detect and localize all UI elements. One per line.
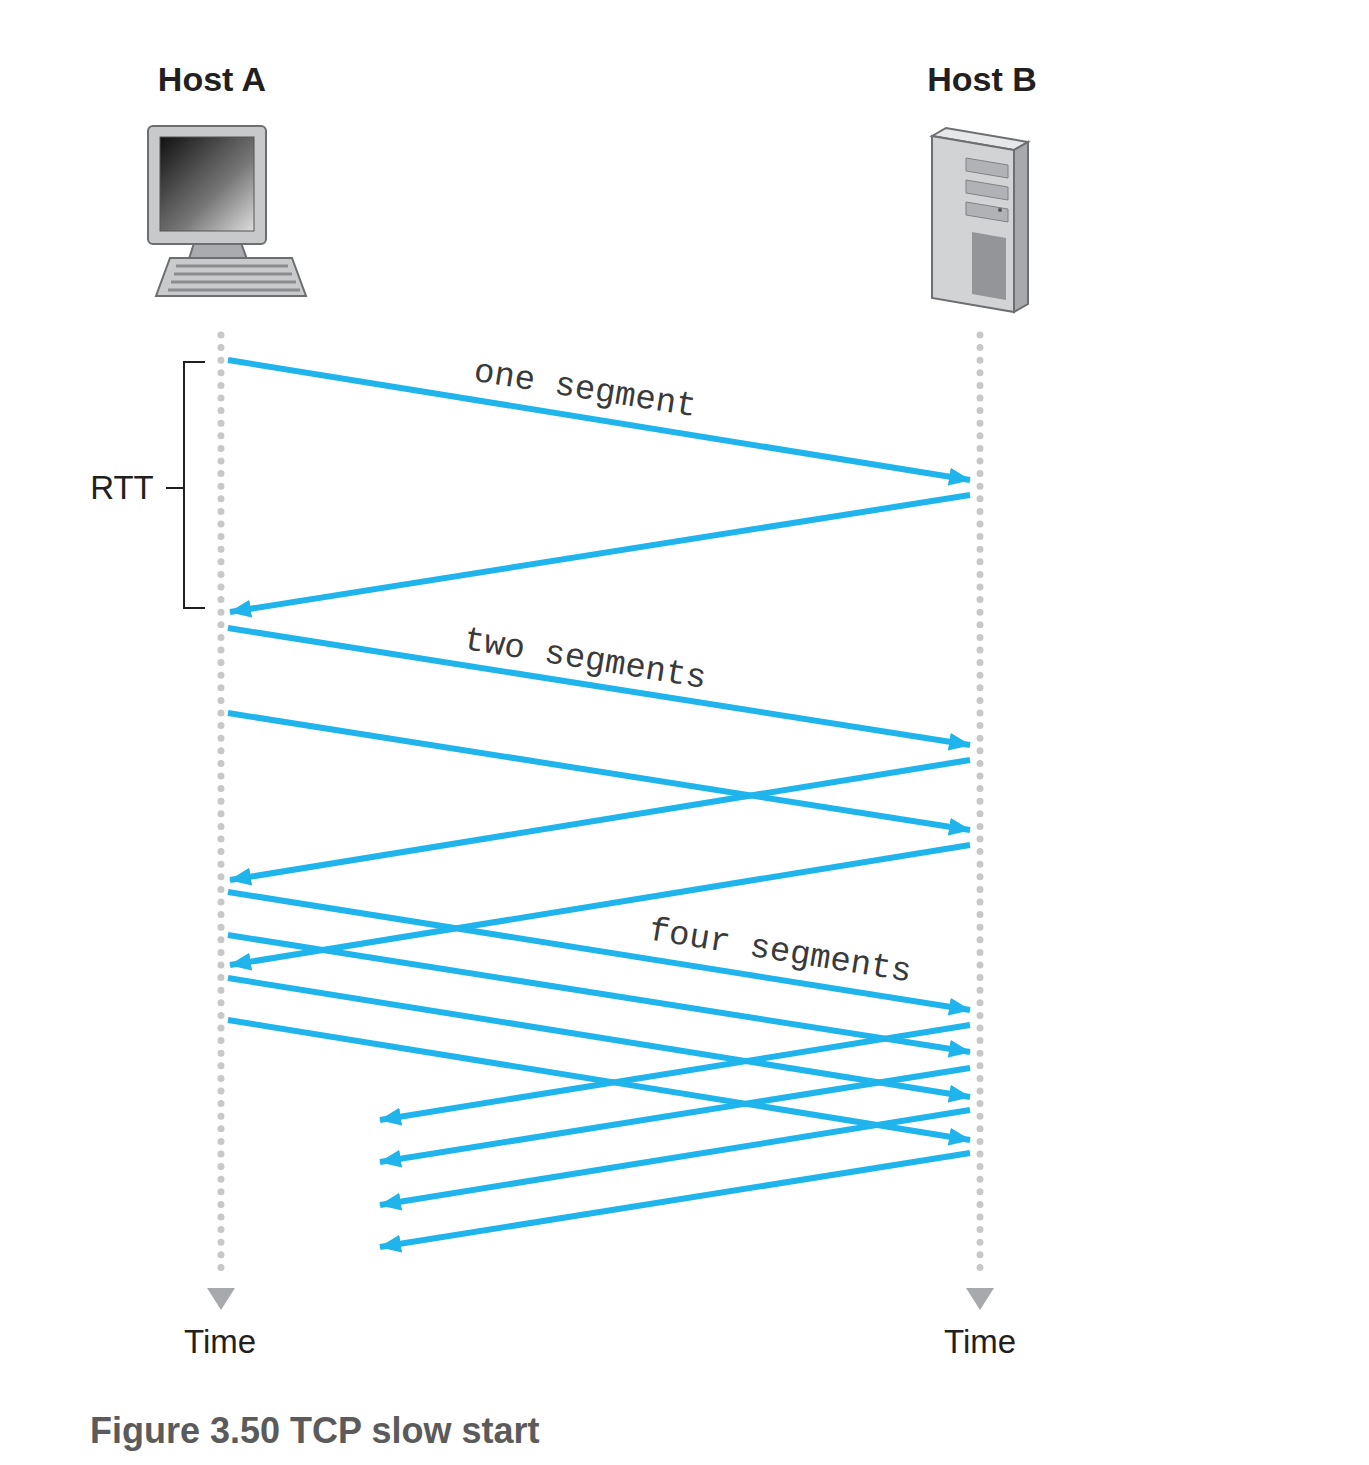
- host-label: Host A: [158, 60, 266, 99]
- ack-arrow: [380, 1153, 970, 1247]
- ack-arrow: [380, 1068, 970, 1162]
- server-led: [998, 208, 1002, 212]
- monitor-frame: [148, 126, 266, 244]
- ack-arrow: [380, 1025, 970, 1120]
- timeline-b: [977, 335, 984, 1280]
- ack-arrow: [230, 495, 970, 612]
- time-label: Time: [944, 1323, 1016, 1361]
- computer-icon: [148, 126, 306, 296]
- time-arrowhead: [966, 1288, 994, 1310]
- time-arrowhead: [207, 1288, 235, 1310]
- rtt-label: RTT: [90, 469, 154, 507]
- figure-caption: Figure 3.50 TCP slow start: [90, 1410, 539, 1451]
- rtt-bracket: [166, 362, 205, 608]
- ack-arrow: [380, 1110, 970, 1205]
- keyboard: [156, 258, 306, 296]
- segment-arrow: [228, 1020, 970, 1140]
- timeline-a: [218, 335, 225, 1280]
- segment-arrow: [228, 713, 970, 830]
- server-icon: [932, 128, 1028, 312]
- server-front: [932, 136, 1014, 312]
- keyboard-keys: [168, 266, 300, 290]
- server-vent: [972, 232, 1006, 300]
- host-label: Host B: [927, 60, 1037, 99]
- server-bays: [966, 158, 1008, 222]
- monitor-screen: [160, 137, 254, 231]
- server-side: [1014, 142, 1028, 312]
- segment-arrows: [228, 360, 970, 1247]
- time-label: Time: [184, 1323, 256, 1361]
